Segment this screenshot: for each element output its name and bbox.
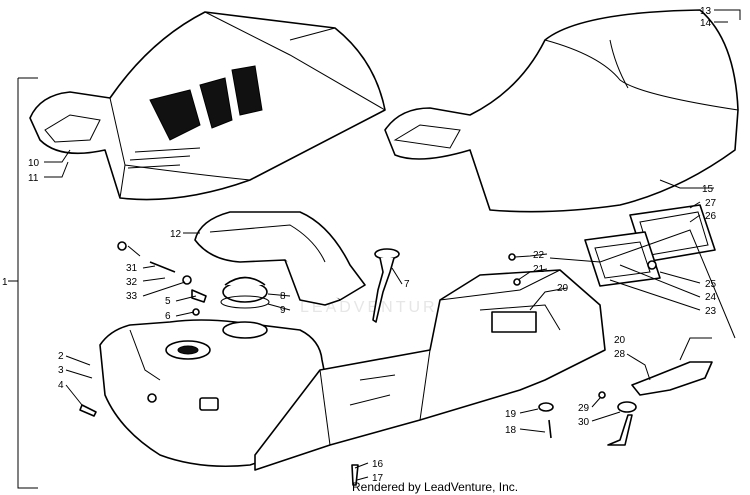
- callout-3: 3: [58, 365, 64, 376]
- callout-13: 13: [700, 6, 712, 17]
- callout-19: 19: [505, 409, 517, 420]
- callout-14: 14: [700, 18, 712, 29]
- callout-28: 28: [614, 349, 626, 360]
- callout-15: 15: [702, 184, 714, 195]
- chassis-tunnel: [254, 269, 606, 471]
- callout-27: 27: [705, 198, 717, 209]
- callout-26: 26: [705, 211, 717, 222]
- fuel-gauge: [372, 248, 400, 323]
- callout-11: 11: [28, 173, 39, 184]
- callout-6: 6: [165, 311, 171, 322]
- callout-23: 23: [705, 306, 717, 317]
- seat-plain: [384, 9, 739, 213]
- console-panel: [194, 211, 366, 306]
- leader-lines: [8, 9, 741, 489]
- fuel-cap: [220, 276, 270, 309]
- callout-7: 7: [404, 279, 410, 290]
- callout-4: 4: [58, 380, 64, 391]
- taillight-assembly: [584, 204, 716, 287]
- callout-2: 2: [58, 351, 64, 362]
- callout-5: 5: [165, 296, 171, 307]
- callout-16: 16: [372, 459, 384, 470]
- seat-graphic: [29, 11, 386, 201]
- callout-32: 32: [126, 277, 138, 288]
- callouts: 1 2 3 4 5 6 7 8 9 10 11 12 13 14 15 16 1…: [2, 6, 717, 484]
- callout-18: 18: [505, 425, 517, 436]
- callout-8: 8: [280, 291, 286, 302]
- callout-17: 17: [372, 473, 384, 484]
- credit-text: Rendered by LeadVenture, Inc.: [352, 480, 518, 494]
- callout-1: 1: [2, 277, 8, 288]
- latch-hardware: [607, 361, 713, 446]
- callout-21: 21: [533, 264, 545, 275]
- callout-30: 30: [578, 417, 590, 428]
- callout-24: 24: [705, 292, 717, 303]
- callout-31: 31: [126, 263, 138, 274]
- callout-9: 9: [280, 305, 286, 316]
- watermark: LEADVENTURE: [300, 299, 451, 316]
- fuel-tank: [99, 319, 331, 468]
- callout-12: 12: [170, 229, 182, 240]
- callout-20-top: 20: [557, 283, 569, 294]
- callout-10: 10: [28, 158, 40, 169]
- callout-33: 33: [126, 291, 138, 302]
- callout-25: 25: [705, 279, 717, 290]
- callout-29: 29: [578, 403, 590, 414]
- fasteners: [79, 241, 606, 486]
- callout-22: 22: [533, 250, 545, 261]
- callout-20-right: 20: [614, 335, 626, 346]
